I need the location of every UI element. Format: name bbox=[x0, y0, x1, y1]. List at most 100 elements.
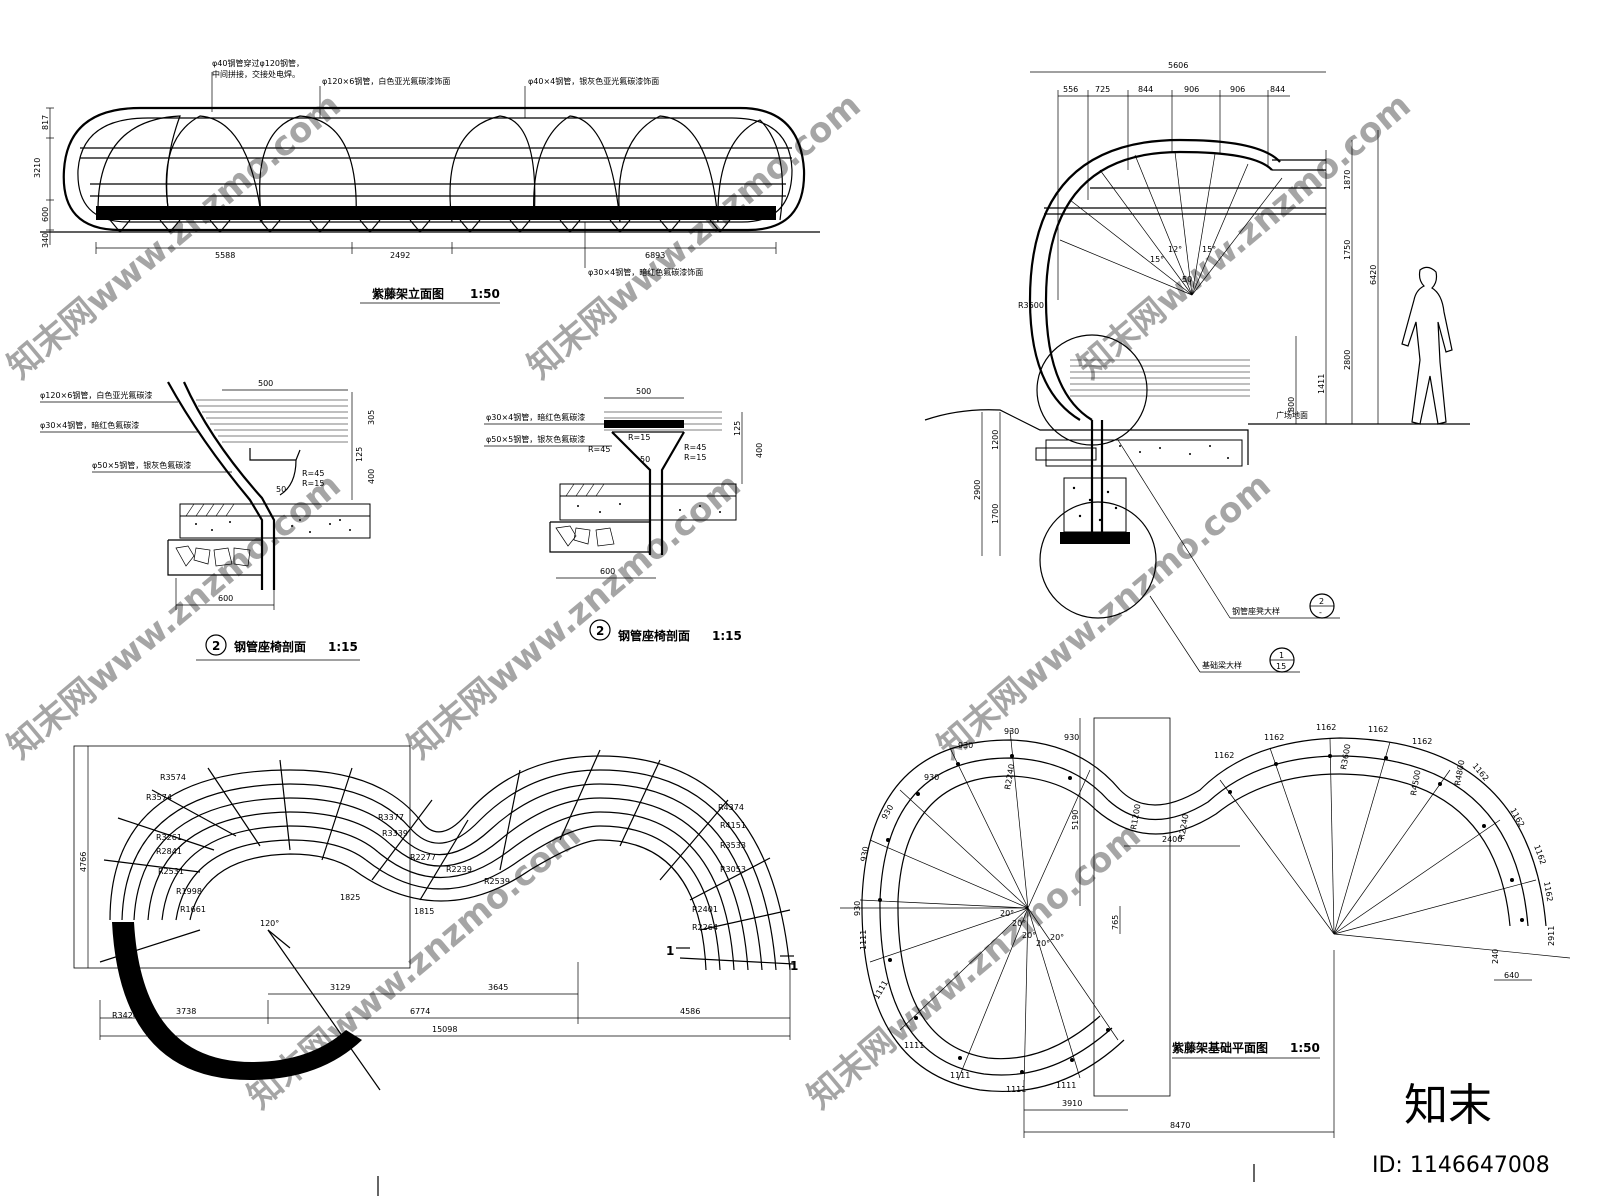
found-angle-2: 20° bbox=[1036, 939, 1050, 948]
sec-b-dim-r45b: R=45 bbox=[684, 443, 706, 452]
found-arc-13: 1162 bbox=[1508, 807, 1526, 829]
sec-a-scale: 1:15 bbox=[328, 640, 358, 654]
sec-b-dim-500: 500 bbox=[636, 387, 651, 396]
sec-a-dim-125: 125 bbox=[355, 447, 364, 462]
found-arc-9: 1162 bbox=[1316, 723, 1336, 732]
side-dim-r-5: 800 bbox=[1287, 397, 1296, 412]
side-dim-top-0: 5606 bbox=[1168, 61, 1188, 70]
sec-b-dim-400: 400 bbox=[755, 443, 764, 458]
plan-r-1: R3574 bbox=[146, 793, 172, 802]
side-dim-l-1: 2900 bbox=[973, 480, 982, 500]
sec-a-dim-400: 400 bbox=[367, 469, 376, 484]
plan-r-2: R3261 bbox=[156, 833, 182, 842]
found-dim-240: 240 bbox=[1491, 949, 1500, 964]
found-r-4: R2240 bbox=[1177, 813, 1190, 840]
side-dim-r-0: 1870 bbox=[1343, 170, 1352, 190]
found-dim-3910: 3910 bbox=[1062, 1099, 1082, 1108]
plan-dim-4766: 4766 bbox=[79, 852, 88, 872]
side-view-drawing: 广场地面 5606 556 725 844 906 906 844 1870 1… bbox=[924, 61, 1470, 673]
plan-dim-6774: 6774 bbox=[410, 1007, 430, 1016]
side-angle-3: 50 bbox=[1182, 275, 1192, 284]
plan-r-7: R3424 bbox=[112, 1011, 138, 1020]
plan-dim-1825: 1825 bbox=[340, 893, 360, 902]
plan-r-13: R4374 bbox=[718, 803, 744, 812]
section-a-drawing: 600 500 305 125 400 R=45 R=15 50 φ120×6钢… bbox=[40, 379, 376, 661]
found-dim-2911: 2911 bbox=[1547, 926, 1556, 946]
found-arc-18: 1111 bbox=[872, 979, 890, 1001]
plan-dim-4586: 4586 bbox=[680, 1007, 700, 1016]
found-arc-1: 930 bbox=[1064, 733, 1079, 742]
found-dim-2400: 2400 bbox=[1162, 835, 1182, 844]
side-callout-found-ref-bot: 15 bbox=[1276, 662, 1286, 671]
plan-r-16: R3053 bbox=[720, 865, 746, 874]
watermark-3: 知末网www.znzmo.com bbox=[0, 465, 349, 767]
watermark-4: 知末网www.znzmo.com bbox=[400, 465, 749, 767]
sec-b-dim-r45a: R=45 bbox=[588, 445, 610, 454]
elev-scale: 1:50 bbox=[470, 287, 500, 301]
side-dim-top-3: 844 bbox=[1138, 85, 1153, 94]
plan-angle: 120° bbox=[260, 919, 279, 928]
found-angle-4: 20° bbox=[1000, 909, 1014, 918]
sec-b-dim-r15a: R=15 bbox=[628, 433, 650, 442]
side-callout-found-ref-top: 1 bbox=[1279, 651, 1284, 660]
sec-a-note-0: φ120×6钢管，白色亚光氟碳漆 bbox=[40, 390, 152, 400]
found-arc-3: 930 bbox=[924, 773, 939, 782]
sec-b-dim-125: 125 bbox=[733, 421, 742, 436]
plan-section-mark-right: 1 bbox=[790, 959, 798, 973]
found-dim-640: 640 bbox=[1504, 971, 1519, 980]
sec-a-tag: 2 bbox=[212, 639, 220, 653]
side-dim-top-1: 556 bbox=[1063, 85, 1078, 94]
found-r-1: R3600 bbox=[1339, 743, 1352, 770]
plan-dim-3738: 3738 bbox=[176, 1007, 196, 1016]
watermark-layer: 知末网www.znzmo.com 知末网www.znzmo.com 知末网www… bbox=[0, 85, 1419, 1117]
brand-logo: 知末 bbox=[1404, 1080, 1492, 1131]
sec-b-title: 钢管座椅剖面 bbox=[618, 628, 690, 643]
found-r-3: R4500 bbox=[1409, 769, 1422, 796]
elev-dim-h-2: 6893 bbox=[645, 251, 665, 260]
found-arc-5: 930 bbox=[859, 846, 871, 863]
plan-drawing: 1 1 R3574 R3574 R3261 R2841 R2531 R1998 … bbox=[73, 745, 798, 1091]
sec-a-dim-r15: R=15 bbox=[302, 479, 324, 488]
watermark-2: 知末网www.znzmo.com bbox=[1070, 85, 1419, 387]
side-dim-r-2: 6420 bbox=[1369, 265, 1378, 285]
plan-dim-15098: 15098 bbox=[432, 1025, 457, 1034]
found-angle-3: 20° bbox=[1050, 933, 1064, 942]
sec-a-dim-500: 500 bbox=[258, 379, 273, 388]
plan-r-6: R1661 bbox=[180, 905, 206, 914]
side-callout-bench-ref-bot: - bbox=[1319, 608, 1322, 617]
side-dim-top-2: 725 bbox=[1095, 85, 1110, 94]
side-dim-top-6: 844 bbox=[1270, 85, 1285, 94]
found-arc-21: 1111 bbox=[1006, 1085, 1026, 1094]
elev-dim-v-0: 817 bbox=[41, 115, 50, 130]
side-dim-l-0: 1200 bbox=[991, 430, 1000, 450]
found-r-5: R4800 bbox=[1453, 759, 1466, 786]
sec-b-dim-600: 600 bbox=[600, 567, 615, 576]
plan-section-mark-left: 1 bbox=[666, 944, 674, 958]
sec-b-note-0: φ30×4钢管，暗红色氟碳漆 bbox=[486, 412, 585, 422]
watermark-5: 知末网www.znzmo.com bbox=[930, 465, 1279, 767]
found-dim-5190: 5190 bbox=[1071, 810, 1080, 830]
found-arc-12: 1162 bbox=[1470, 762, 1490, 783]
plan-dim-3645: 3645 bbox=[488, 983, 508, 992]
sec-b-dim-r15b: R=15 bbox=[684, 453, 706, 462]
found-arc-7: 1162 bbox=[1214, 751, 1234, 760]
found-r-0: R2240 bbox=[1003, 763, 1016, 790]
brand-id: ID: 1146647008 bbox=[1372, 1153, 1550, 1178]
sec-b-dim-50: 50 bbox=[640, 455, 650, 464]
sec-a-dim-600: 600 bbox=[218, 594, 233, 603]
elev-dim-v-2: 600 bbox=[41, 207, 50, 222]
elev-dim-h-1: 2492 bbox=[390, 251, 410, 260]
found-arc-6: 930 bbox=[853, 901, 862, 916]
side-callout-bench: 钢管座凳大样 bbox=[1232, 606, 1280, 616]
foundation-plan-drawing: 5190 2400 765 3910 8470 2911 640 240 20°… bbox=[840, 717, 1571, 1138]
side-dim-top-5: 906 bbox=[1230, 85, 1245, 94]
side-callout-bench-ref-top: 2 bbox=[1319, 597, 1324, 606]
sec-a-title: 钢管座椅剖面 bbox=[234, 639, 306, 654]
found-scale: 1:50 bbox=[1290, 1041, 1320, 1055]
elev-dim-v-3: 340 bbox=[41, 233, 50, 248]
plan-r-8: R3377 bbox=[378, 813, 404, 822]
sec-a-dim-305: 305 bbox=[367, 410, 376, 425]
plan-dim-1815: 1815 bbox=[414, 907, 434, 916]
sec-b-note-1: φ50×5钢管，银灰色氟碳漆 bbox=[486, 434, 585, 444]
